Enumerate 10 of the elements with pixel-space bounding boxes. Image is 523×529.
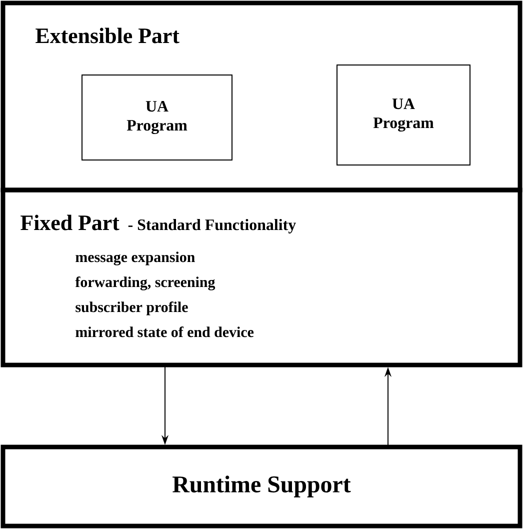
program-box: UA Program xyxy=(336,64,470,166)
list-item: forwarding, screening xyxy=(75,276,216,290)
program-box: UA Program xyxy=(82,74,232,160)
panel-title: Fixed Part xyxy=(20,214,120,230)
list-item: message expansion xyxy=(76,252,195,266)
panel-title: Extensible Part xyxy=(36,28,180,44)
panel-subtitle: - Standard Functionality xyxy=(128,218,296,234)
runtime-box: Runtime Support xyxy=(0,444,522,528)
list-item: subscriber profile xyxy=(76,301,188,316)
list-item: mirrored state of end device xyxy=(76,326,254,338)
